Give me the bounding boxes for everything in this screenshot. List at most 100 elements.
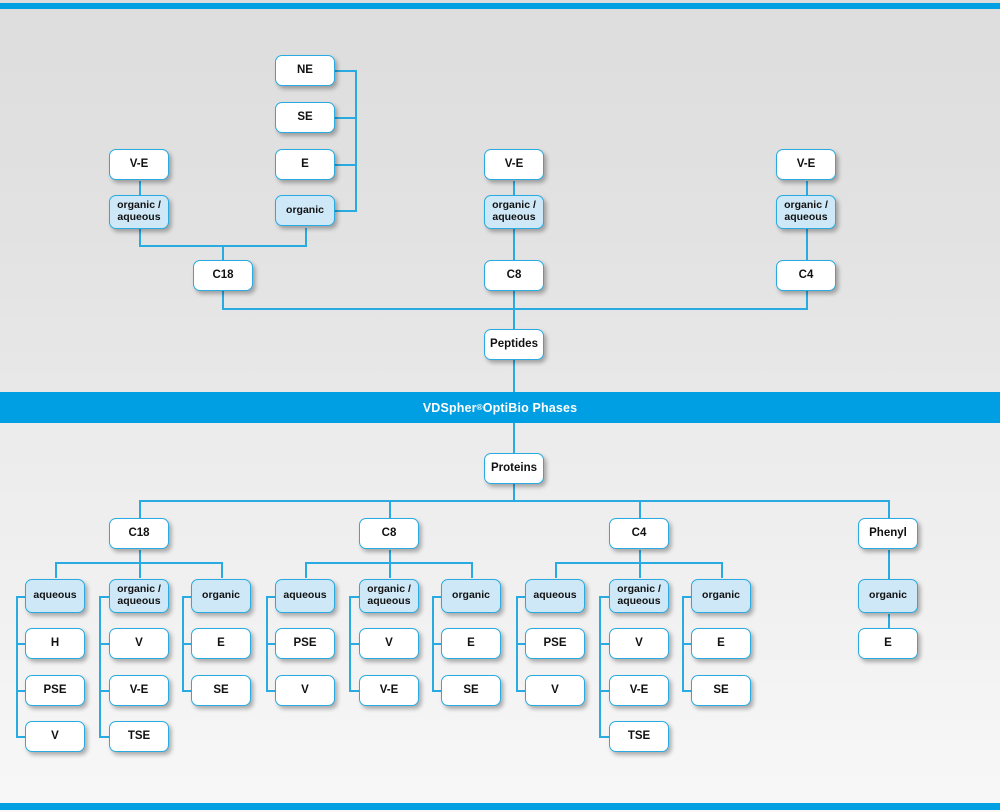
node-proteins-c4-mode-organic[interactable]: organic bbox=[691, 579, 751, 613]
stub-c4-organic-2 bbox=[682, 690, 696, 692]
connector-banner-to-proteins bbox=[513, 421, 515, 454]
node-proteins-c8-organic-1[interactable]: E bbox=[441, 628, 501, 659]
connector-c18p-down bbox=[139, 550, 141, 563]
node-proteins-c4-mode-aqueous[interactable]: aqueous bbox=[525, 579, 585, 613]
node-proteins-phenyl-mode-organic[interactable]: organic bbox=[858, 579, 918, 613]
node-proteins-c8-orgaq-1[interactable]: V bbox=[359, 628, 419, 659]
stub-c18-organic-1 bbox=[182, 643, 196, 645]
stub-c4-orgaq-1 bbox=[599, 643, 613, 645]
section-banner: VDSpher® OptiBio Phases bbox=[0, 392, 1000, 423]
stub-c18-orgaq-1 bbox=[99, 643, 113, 645]
node-proteins-c8-organic-2[interactable]: SE bbox=[441, 675, 501, 706]
node-peptides-phase-c18[interactable]: C18 bbox=[193, 260, 253, 291]
connector-c18p-organic bbox=[221, 562, 223, 578]
connector-c18p-fan bbox=[55, 562, 222, 564]
stub-c4-orgaq-2 bbox=[599, 690, 613, 692]
stub-c8-aqueous-1 bbox=[266, 643, 281, 645]
node-proteins-c4-orgaq-2[interactable]: V-E bbox=[609, 675, 669, 706]
connector-proteins-bus bbox=[139, 500, 890, 502]
node-proteins-c4-organic-1[interactable]: E bbox=[691, 628, 751, 659]
node-proteins-c18-aqueous-3[interactable]: V bbox=[25, 721, 85, 752]
connector-organic-down-c18 bbox=[305, 228, 307, 246]
node-peptides-phase-c4[interactable]: C4 bbox=[776, 260, 836, 291]
node-proteins-c8-orgaq-2[interactable]: V-E bbox=[359, 675, 419, 706]
node-peptides-phase-c8[interactable]: C8 bbox=[484, 260, 544, 291]
node-proteins-c18-organic-1[interactable]: E bbox=[191, 628, 251, 659]
node-proteins-phase-c4[interactable]: C4 bbox=[609, 518, 669, 549]
node-peptides-root[interactable]: Peptides bbox=[484, 329, 544, 360]
node-proteins-c18-aqueous-1[interactable]: H bbox=[25, 628, 85, 659]
node-proteins-c8-mode-orgaq[interactable]: organic / aqueous bbox=[359, 579, 419, 613]
connector-phenyl-organic-to-e bbox=[888, 614, 890, 628]
node-proteins-c8-mode-aqueous[interactable]: aqueous bbox=[275, 579, 335, 613]
node-proteins-c4-aqueous-1[interactable]: PSE bbox=[525, 628, 585, 659]
node-proteins-c4-mode-orgaq[interactable]: organic / aqueous bbox=[609, 579, 669, 613]
node-peptides-c4-mode-orgaq[interactable]: organic / aqueous bbox=[776, 195, 836, 229]
connector-c18-down bbox=[222, 290, 224, 309]
stub-c4-orgaq-3 bbox=[599, 736, 613, 738]
node-proteins-c4-orgaq-1[interactable]: V bbox=[609, 628, 669, 659]
node-proteins-c8-mode-organic[interactable]: organic bbox=[441, 579, 501, 613]
node-proteins-phase-phenyl[interactable]: Phenyl bbox=[858, 518, 918, 549]
connector-c18p-aqueous bbox=[55, 562, 57, 578]
rail-c18-orgaq bbox=[99, 596, 101, 737]
rail-c18-aqueous bbox=[16, 596, 18, 737]
connector-orgaq-to-c8 bbox=[513, 228, 515, 261]
stub-c8-orgaq-1 bbox=[349, 643, 363, 645]
node-proteins-phenyl-organic-1[interactable]: E bbox=[858, 628, 918, 659]
connector-peptides-bus bbox=[222, 308, 808, 310]
node-proteins-c8-aqueous-1[interactable]: PSE bbox=[275, 628, 335, 659]
banner-rest: OptiBio Phases bbox=[482, 400, 578, 415]
node-peptides-c4-orgaq-ve[interactable]: V-E bbox=[776, 149, 836, 180]
node-proteins-c18-aqueous-2[interactable]: PSE bbox=[25, 675, 85, 706]
connector-c8p-down bbox=[389, 550, 391, 563]
node-proteins-c4-aqueous-2[interactable]: V bbox=[525, 675, 585, 706]
node-proteins-root[interactable]: Proteins bbox=[484, 453, 544, 484]
node-proteins-c4-orgaq-3[interactable]: TSE bbox=[609, 721, 669, 752]
stub-c8-orgaq-2 bbox=[349, 690, 363, 692]
stub-c8-organic-head bbox=[432, 596, 446, 598]
connector-c4p-organic bbox=[721, 562, 723, 578]
node-proteins-c18-mode-aqueous[interactable]: aqueous bbox=[25, 579, 85, 613]
connector-bus-to-c4-proteins bbox=[639, 500, 641, 518]
node-peptides-c18-mode-orgaq[interactable]: organic / aqueous bbox=[109, 195, 169, 229]
connector-organic-stub bbox=[335, 210, 357, 212]
connector-c8p-organic bbox=[471, 562, 473, 578]
connector-ne-stub bbox=[335, 70, 357, 72]
connector-ve-to-orgaq-c18 bbox=[139, 181, 141, 195]
node-proteins-c18-mode-organic[interactable]: organic bbox=[191, 579, 251, 613]
node-proteins-c18-orgaq-3[interactable]: TSE bbox=[109, 721, 169, 752]
node-peptides-c8-mode-orgaq[interactable]: organic / aqueous bbox=[484, 195, 544, 229]
node-proteins-c18-organic-2[interactable]: SE bbox=[191, 675, 251, 706]
connector-c4p-orgaq bbox=[639, 562, 641, 578]
connector-c4-down bbox=[806, 290, 808, 309]
node-peptides-c18-organic-ne[interactable]: NE bbox=[275, 55, 335, 86]
node-proteins-phase-c8[interactable]: C8 bbox=[359, 518, 419, 549]
node-proteins-c18-mode-orgaq[interactable]: organic / aqueous bbox=[109, 579, 169, 613]
node-peptides-c18-orgaq-ve[interactable]: V-E bbox=[109, 149, 169, 180]
connector-phenyl-to-organic bbox=[888, 550, 890, 580]
banner-brand: VDSpher bbox=[422, 400, 477, 415]
stub-c4-orgaq-head bbox=[599, 596, 613, 598]
stub-c18-organic-head bbox=[182, 596, 196, 598]
node-proteins-c18-orgaq-1[interactable]: V bbox=[109, 628, 169, 659]
node-proteins-c18-orgaq-2[interactable]: V-E bbox=[109, 675, 169, 706]
connector-c4p-fan bbox=[555, 562, 722, 564]
node-proteins-phase-c18[interactable]: C18 bbox=[109, 518, 169, 549]
stub-c4-organic-head bbox=[682, 596, 696, 598]
connector-peptides-to-banner bbox=[513, 359, 515, 394]
stub-c4-organic-1 bbox=[682, 643, 696, 645]
node-peptides-c18-organic-e[interactable]: E bbox=[275, 149, 335, 180]
node-peptides-c18-organic-se[interactable]: SE bbox=[275, 102, 335, 133]
connector-se-stub bbox=[335, 117, 357, 119]
stub-c4-aqueous-head bbox=[516, 596, 531, 598]
node-peptides-c18-mode-organic[interactable]: organic bbox=[275, 195, 335, 226]
connector-c8p-fan bbox=[305, 562, 472, 564]
node-peptides-c8-orgaq-ve[interactable]: V-E bbox=[484, 149, 544, 180]
stub-c18-organic-2 bbox=[182, 690, 196, 692]
node-proteins-c8-aqueous-2[interactable]: V bbox=[275, 675, 335, 706]
node-proteins-c4-organic-2[interactable]: SE bbox=[691, 675, 751, 706]
connector-orgaq-to-c4 bbox=[806, 228, 808, 261]
connector-e-stub bbox=[335, 164, 357, 166]
